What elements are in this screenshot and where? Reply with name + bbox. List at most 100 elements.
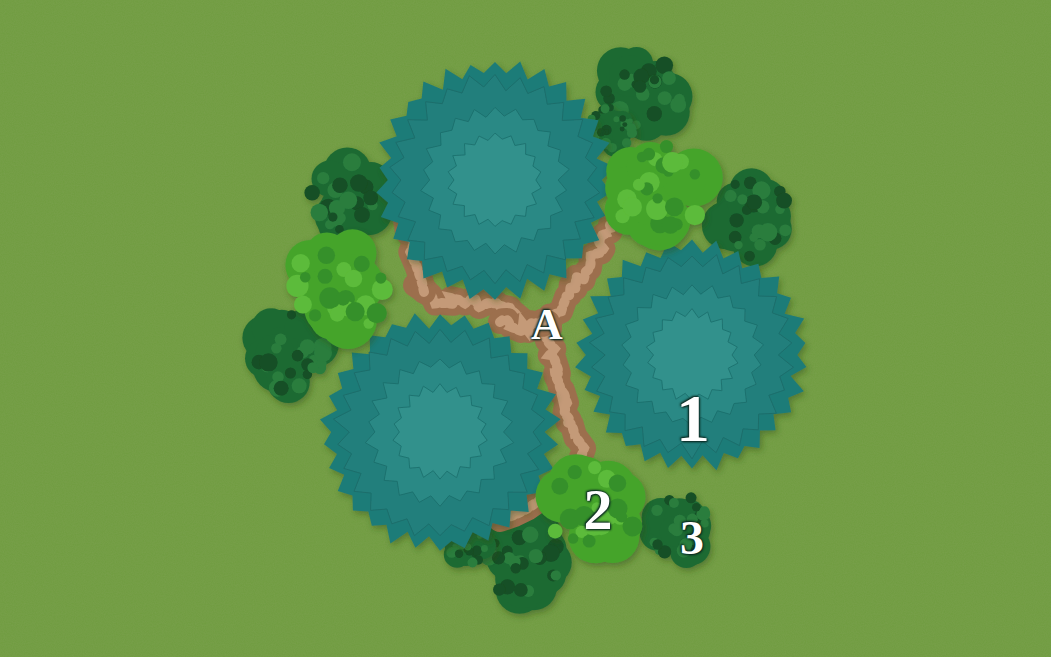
leaf-detail bbox=[367, 303, 387, 323]
leaf-detail bbox=[650, 75, 659, 84]
leaf-detail bbox=[314, 344, 332, 362]
callout-number: 3 bbox=[680, 514, 704, 562]
leaf-detail bbox=[588, 461, 601, 474]
leaf-detail bbox=[318, 247, 335, 264]
canopy-outer bbox=[320, 313, 561, 551]
light-shrubs bbox=[285, 140, 722, 563]
leaf-detail bbox=[620, 126, 625, 131]
leaf-detail bbox=[452, 543, 457, 548]
leaf-detail bbox=[551, 478, 568, 495]
leaf-detail bbox=[731, 180, 740, 189]
leaf-detail bbox=[511, 563, 521, 573]
leaf-detail bbox=[347, 157, 359, 169]
leaf-detail bbox=[637, 152, 647, 162]
leaf-detail bbox=[514, 583, 528, 597]
leaf-detail bbox=[375, 273, 386, 284]
leaf-detail bbox=[647, 106, 662, 121]
leaf-detail bbox=[737, 194, 747, 204]
leaf-detail bbox=[776, 193, 792, 209]
leaf-detail bbox=[734, 241, 742, 249]
leaf-detail bbox=[607, 143, 617, 153]
leaf-detail bbox=[455, 550, 463, 558]
canopy-outer bbox=[376, 61, 615, 299]
leaf-detail bbox=[343, 153, 361, 171]
leaf-detail bbox=[626, 123, 636, 133]
leaf-detail bbox=[300, 272, 311, 283]
leaf-detail bbox=[346, 302, 365, 321]
leaf-detail bbox=[686, 492, 697, 503]
leaf-detail bbox=[492, 551, 505, 564]
light-shrub bbox=[605, 140, 723, 251]
leaf-detail bbox=[652, 193, 662, 203]
leaf-detail bbox=[345, 270, 363, 288]
leaf-clump bbox=[609, 55, 650, 96]
leaf-detail bbox=[729, 213, 743, 227]
leaf-detail bbox=[481, 545, 488, 552]
leaf-detail bbox=[658, 91, 672, 105]
leaf-detail bbox=[662, 216, 679, 233]
leaf-detail bbox=[300, 339, 315, 354]
leaf-detail bbox=[613, 116, 619, 122]
leaf-detail bbox=[529, 549, 543, 563]
leaf-detail bbox=[292, 254, 310, 272]
leaf-detail bbox=[287, 310, 296, 319]
leaf-detail bbox=[652, 539, 662, 549]
callout-number: 1 bbox=[676, 384, 710, 452]
leaf-detail bbox=[619, 69, 629, 79]
dark-shrub bbox=[639, 492, 711, 568]
leaf-detail bbox=[274, 381, 289, 396]
leaf-detail bbox=[601, 104, 610, 113]
leaf-detail bbox=[749, 233, 758, 242]
leaf-detail bbox=[622, 122, 627, 127]
leaf-detail bbox=[318, 269, 333, 284]
dark-shrubs bbox=[242, 47, 792, 614]
leaf-detail bbox=[363, 190, 378, 205]
leaf-detail bbox=[744, 251, 755, 262]
leaf-detail bbox=[620, 115, 626, 121]
leaf-detail bbox=[724, 190, 736, 202]
leaf-detail bbox=[692, 503, 701, 512]
canopy-mid bbox=[390, 74, 600, 283]
leaf-detail bbox=[759, 223, 778, 242]
leaf-detail bbox=[623, 197, 642, 216]
leaf-detail bbox=[597, 128, 605, 136]
leaf-detail bbox=[468, 558, 478, 568]
leaf-detail bbox=[336, 292, 350, 306]
leaf-detail bbox=[311, 204, 329, 222]
canopy-core bbox=[448, 133, 541, 226]
leaf-detail bbox=[600, 85, 612, 97]
light-shrub bbox=[536, 454, 646, 563]
leaf-detail bbox=[685, 205, 705, 225]
leaf-detail bbox=[633, 179, 645, 191]
callout-number: 2 bbox=[584, 481, 613, 539]
canopy-trees bbox=[320, 61, 806, 550]
leaf-detail bbox=[292, 378, 307, 393]
canopy-outer bbox=[575, 240, 806, 471]
leaf-detail bbox=[522, 527, 538, 543]
leaf-detail bbox=[332, 178, 348, 194]
leaf-detail bbox=[307, 362, 318, 373]
leaf-detail bbox=[674, 94, 685, 105]
leaf-detail bbox=[330, 307, 345, 322]
leaf-detail bbox=[662, 152, 683, 173]
leaf-detail bbox=[294, 296, 312, 314]
leaf-detail bbox=[622, 138, 631, 147]
canopy-mid bbox=[589, 255, 793, 459]
leaf-detail bbox=[669, 498, 679, 508]
leaf-detail bbox=[665, 197, 684, 216]
leaf-detail bbox=[304, 185, 320, 201]
leaf-detail bbox=[548, 524, 563, 539]
leaf-detail bbox=[259, 353, 277, 371]
leaf-detail bbox=[747, 195, 762, 210]
leaf-detail bbox=[627, 119, 632, 124]
canopy-inner bbox=[421, 107, 570, 254]
leaf-detail bbox=[350, 174, 367, 191]
leaf-detail bbox=[634, 80, 647, 93]
leaf-detail bbox=[493, 583, 505, 595]
leaf-detail bbox=[568, 533, 579, 544]
leaf-detail bbox=[354, 207, 370, 223]
leaf-detail bbox=[779, 224, 791, 236]
